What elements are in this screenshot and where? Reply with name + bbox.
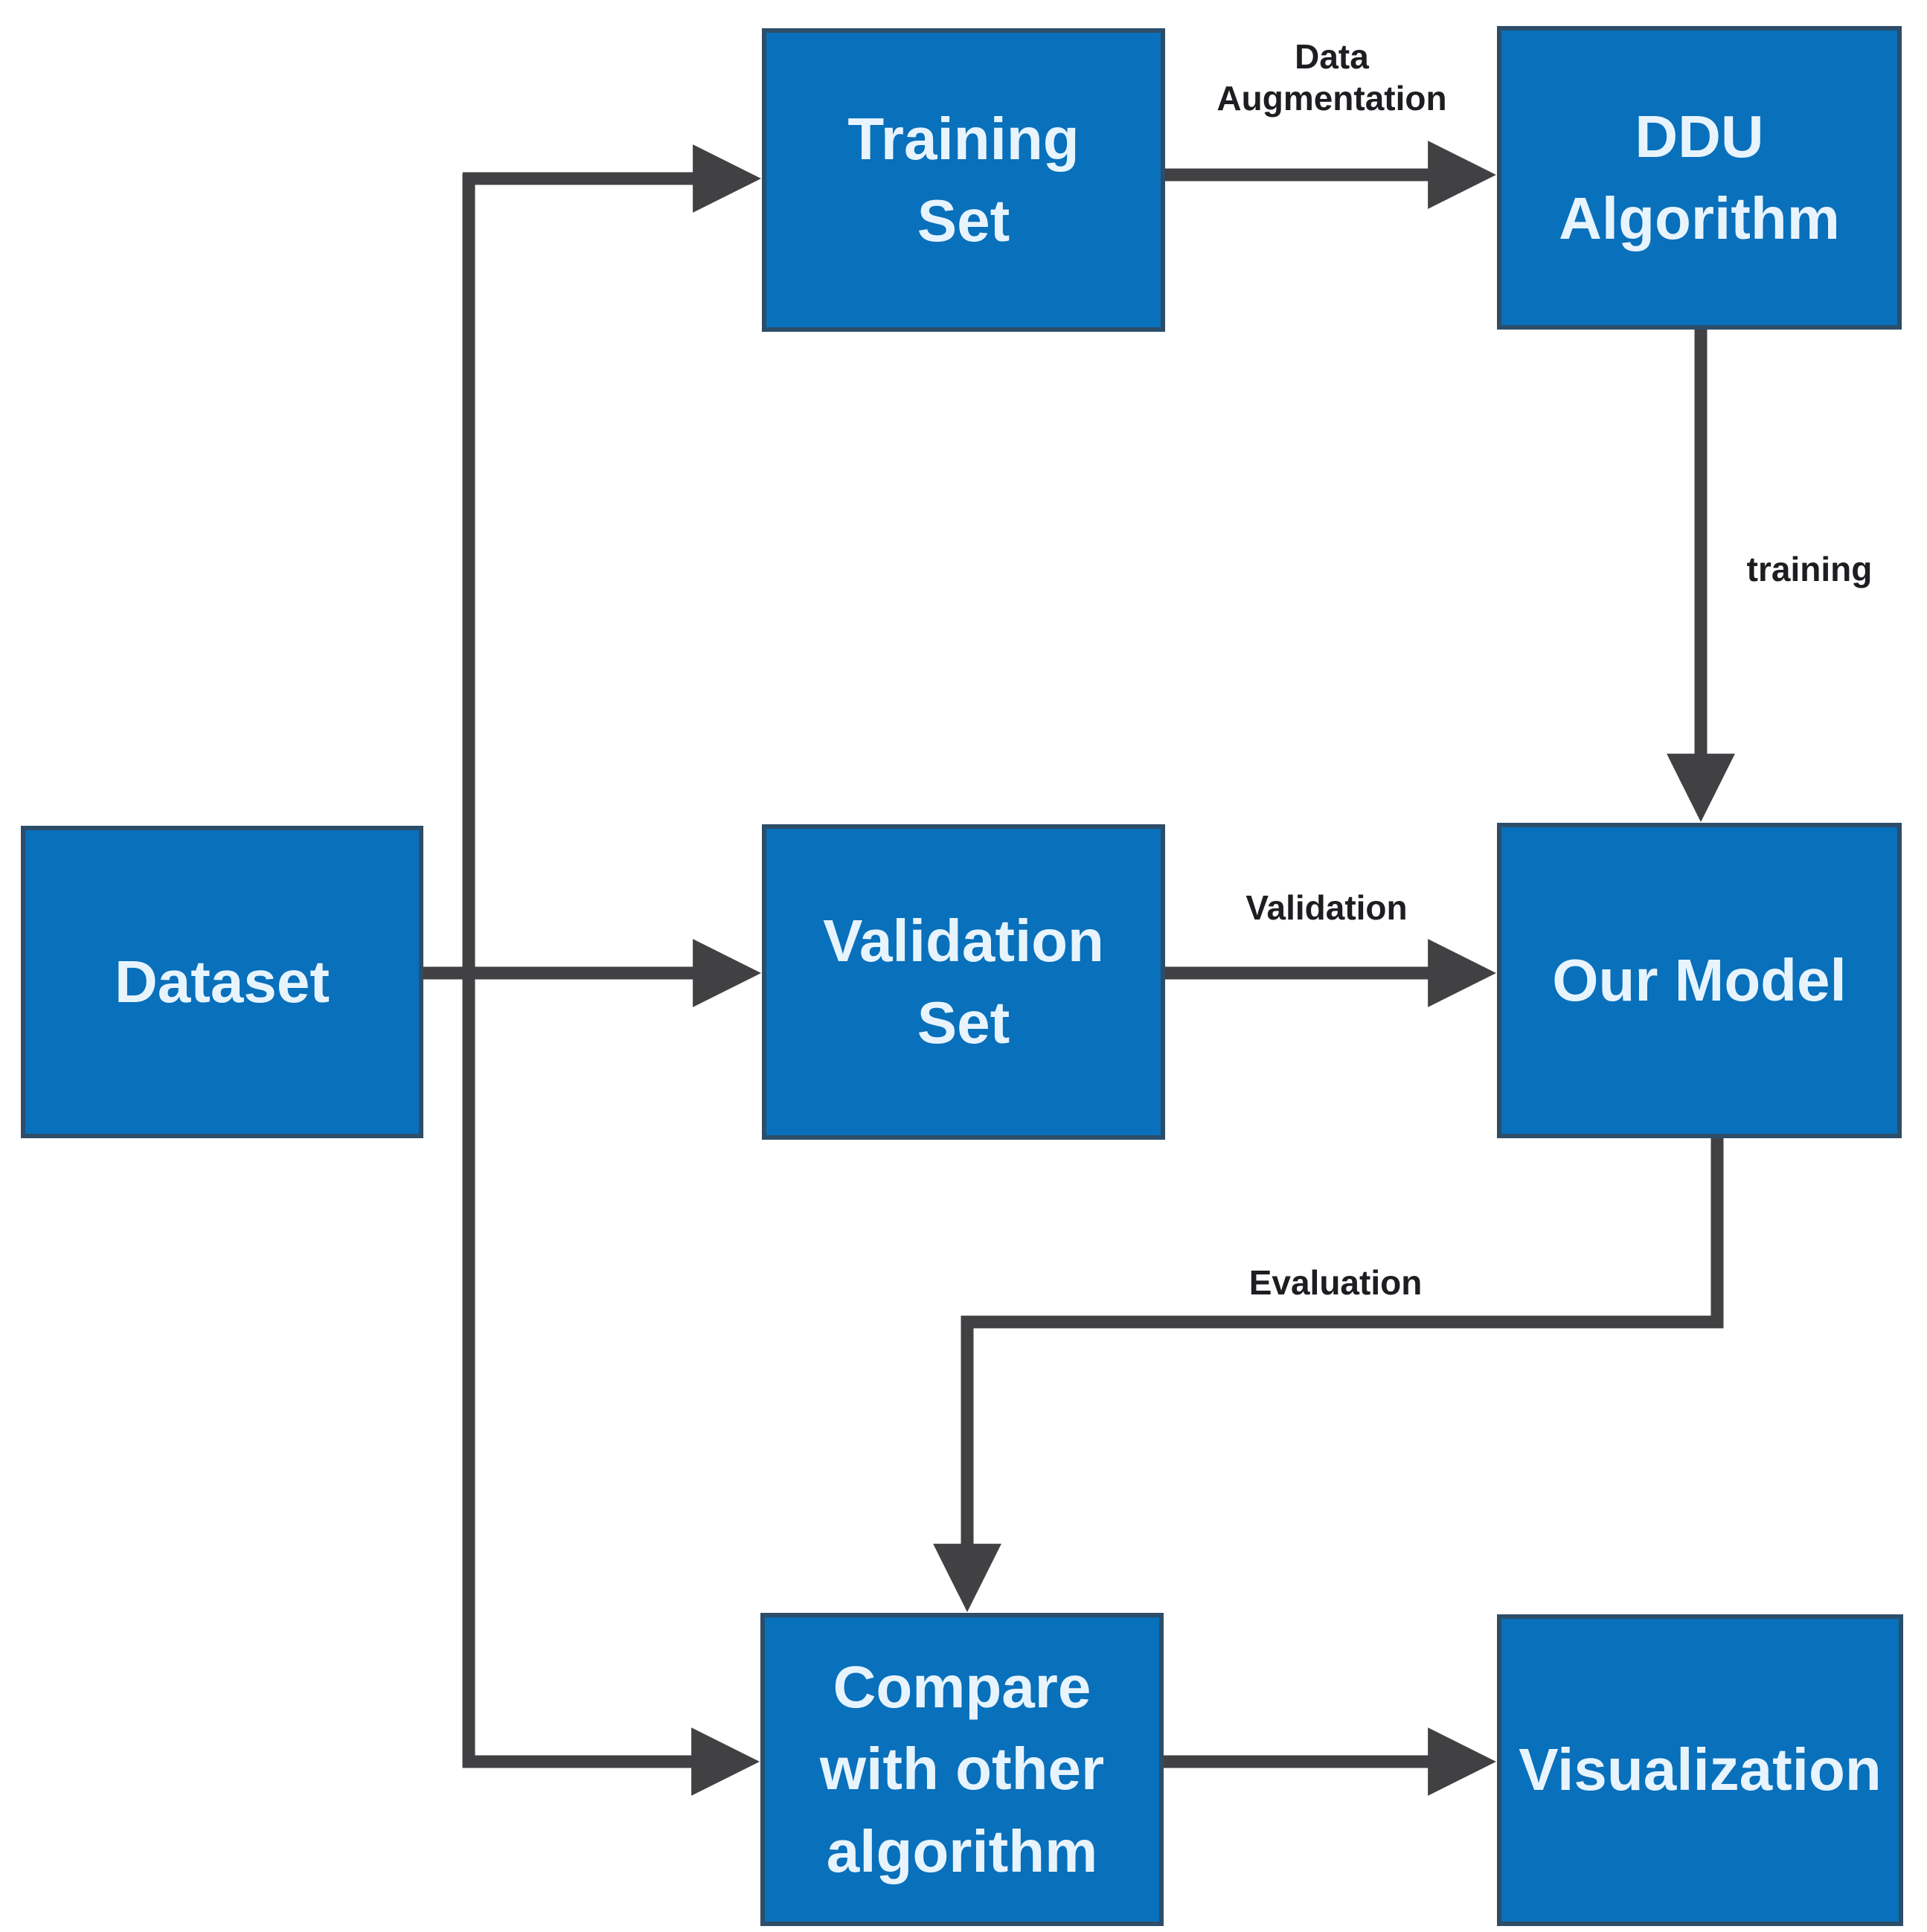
node-compare-with-other-algorithm: Compare with other algorithm xyxy=(760,1613,1164,1926)
node-training-set-label: Training Set xyxy=(847,105,1080,254)
node-ddu-algorithm: DDU Algorithm xyxy=(1497,26,1902,330)
node-visualization: Visualization xyxy=(1497,1614,1903,1926)
node-dataset: Dataset xyxy=(21,826,423,1138)
edge-label-training: training xyxy=(1746,550,1873,588)
node-visualization-label: Visualization xyxy=(1519,1736,1882,1803)
edge-label-evaluation: Evaluation xyxy=(1248,1263,1423,1302)
node-our-model-label: Our Model xyxy=(1552,946,1847,1013)
node-our-model: Our Model xyxy=(1497,823,1902,1138)
node-dataset-label: Dataset xyxy=(114,948,330,1015)
node-validation-set: Validation Set xyxy=(762,824,1165,1140)
arrow-our-model-to-compare xyxy=(933,1138,1724,1612)
node-ddu-algorithm-label: DDU Algorithm xyxy=(1559,103,1840,251)
node-compare-with-other-algorithm-label: Compare with other algorithm xyxy=(819,1653,1105,1884)
node-training-set: Training Set xyxy=(762,28,1165,332)
node-validation-set-label: Validation Set xyxy=(823,907,1104,1056)
edge-label-validation: Validation xyxy=(1245,888,1408,927)
edge-label-data-augmentation: Data Augmentation xyxy=(1216,37,1447,118)
